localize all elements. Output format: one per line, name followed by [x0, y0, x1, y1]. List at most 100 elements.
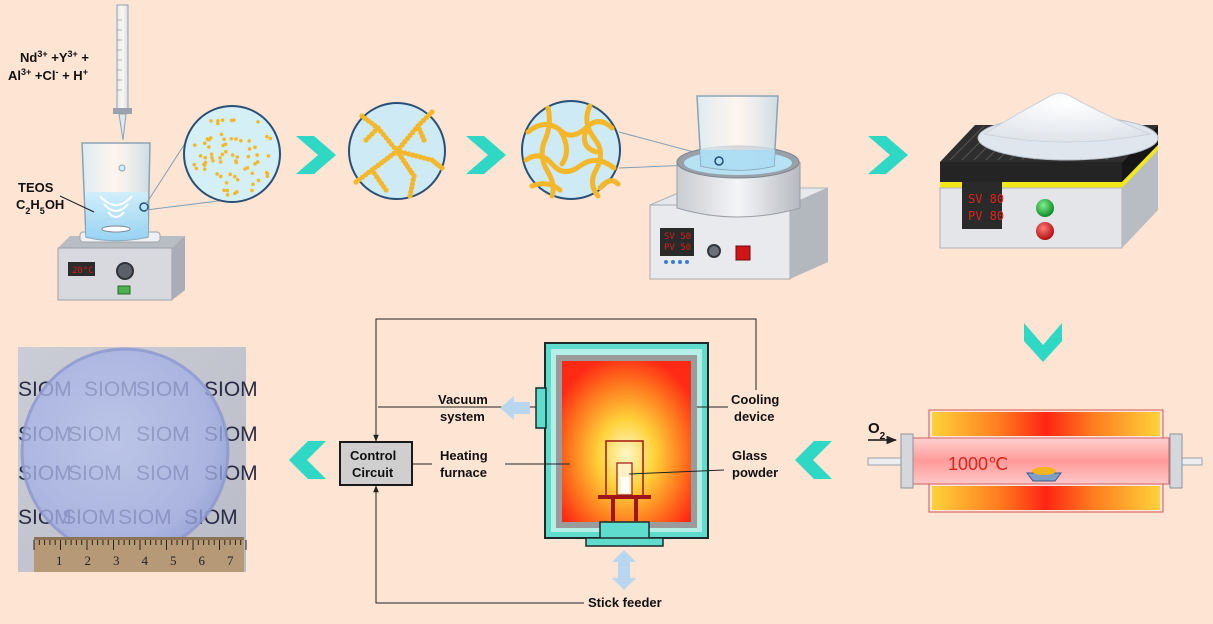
heating-furnace-label-1: Heating	[440, 448, 488, 463]
ruler-number: 5	[170, 553, 177, 568]
sol-particle	[219, 132, 224, 137]
control-circuit-label-1: Control	[350, 448, 396, 463]
sol-particle	[222, 137, 226, 142]
sol-particle	[256, 120, 260, 124]
aggregate-particle	[359, 113, 365, 119]
stick-feeder-label: Stick feeder	[588, 595, 662, 610]
ruler-number: 3	[113, 553, 120, 568]
sol-particle	[235, 155, 240, 159]
sol-particle	[235, 190, 239, 194]
ethanol-label: C2H5OH	[16, 197, 64, 216]
aggregate-particle	[409, 152, 416, 158]
sol-particle	[255, 153, 259, 157]
tube-furnace-station	[867, 409, 1203, 513]
sol-particle	[194, 166, 199, 171]
sol-particle	[266, 154, 271, 158]
aggregate-particle	[413, 153, 420, 159]
sol-particle	[225, 193, 230, 197]
reagents-line-2: Al3+ +Cl- + H+	[8, 67, 88, 83]
sol-particle	[208, 136, 213, 140]
chevron-down-icon	[1024, 323, 1062, 362]
oxygen-label: O2	[868, 420, 886, 442]
control-circuit-label-2: Circuit	[352, 465, 394, 480]
aggregate-particle	[353, 179, 359, 185]
sol-particle	[250, 188, 254, 193]
vacuum-system-label-2: system	[440, 409, 485, 424]
chevron-left-icon	[795, 441, 832, 479]
aggregate-particle	[409, 181, 415, 187]
aggregate-particle	[421, 137, 427, 143]
sol-particle	[255, 160, 260, 164]
sol-particle	[215, 172, 219, 176]
sol-particle	[253, 145, 257, 150]
sol-particle	[268, 136, 273, 141]
sol-particle	[225, 188, 230, 193]
sol-particle	[209, 152, 214, 156]
sol-particle	[192, 162, 197, 167]
heating-furnace-label-2: furnace	[440, 465, 487, 480]
chevron-right-icon	[466, 136, 506, 174]
sol-particle	[220, 118, 225, 122]
glass-sample-photo: SIOMSIOMSIOMSIOMSIOMSIOMSIOMSIOMSIOMSIOM…	[18, 347, 258, 572]
sol-particle	[203, 160, 208, 165]
cooling-device-label-1: Cooling	[731, 392, 779, 407]
sol-particle	[265, 134, 269, 139]
cooling-feedback-line	[373, 318, 757, 442]
aggregate-particle	[408, 189, 414, 195]
sol-particle	[215, 121, 220, 126]
sol-particles-circle	[183, 105, 281, 203]
bath-sv-display: SV 50	[664, 232, 691, 242]
teos-leader-line	[59, 195, 95, 213]
bath-pv-display: PV 50	[664, 243, 691, 253]
stirrer-temperature-display: 20°C	[72, 266, 94, 276]
magnetic-stirrer-icon	[57, 231, 185, 301]
glass-powder-label-2: powder	[732, 465, 778, 480]
aggregate-particle	[398, 149, 404, 155]
chevron-right-icon	[868, 136, 908, 174]
sol-particle	[265, 171, 270, 176]
aggregate-particle	[402, 150, 408, 156]
particle-aggregation-circle	[348, 102, 446, 200]
aggregate-particle	[394, 148, 400, 154]
sol-particle	[246, 154, 251, 159]
sol-particle	[221, 143, 226, 148]
sol-particle	[234, 137, 238, 141]
sol-particle	[207, 145, 211, 149]
sol-particle	[216, 119, 220, 123]
teos-label: TEOS	[18, 180, 54, 195]
gel-network-circle	[521, 100, 621, 200]
control-circuit-box	[339, 441, 413, 486]
sol-particle	[224, 181, 229, 185]
sol-particle	[253, 162, 257, 166]
vacuum-flow-arrow	[500, 396, 530, 420]
sol-particle	[243, 167, 247, 171]
sol-particle	[229, 136, 234, 141]
sol-particle	[222, 188, 226, 193]
tube-temperature-label: 1000℃	[948, 454, 1008, 474]
vacuum-system-label-1: Vacuum	[438, 392, 488, 407]
oven-sv-display: SV 80	[968, 192, 1004, 206]
chevron-left-icon	[289, 441, 326, 479]
sol-particle	[218, 156, 222, 160]
aggregate-particle	[410, 177, 416, 183]
sol-particle	[192, 143, 197, 147]
aggregate-particle	[409, 185, 415, 191]
sol-particle	[228, 172, 232, 177]
feeder-feedback-line	[373, 485, 584, 604]
reagents-line-1: Nd3+ +Y3+ +	[20, 49, 89, 65]
ruler-number: 1	[56, 553, 63, 568]
ruler-number: 6	[199, 553, 206, 568]
ruler-number: 2	[85, 553, 92, 568]
sol-particle	[209, 119, 213, 123]
glass-powder-leader	[628, 469, 725, 475]
aggregate-particle	[406, 151, 412, 157]
chevron-right-icon	[296, 136, 336, 174]
sol-particle	[202, 141, 207, 145]
ruler-number: 7	[227, 553, 234, 568]
sol-particle	[256, 178, 261, 183]
sol-particle	[230, 153, 235, 157]
oven-pv-display: PV 80	[968, 209, 1004, 223]
glass-powder-label-1: Glass	[732, 448, 767, 463]
sol-particle	[202, 163, 207, 167]
